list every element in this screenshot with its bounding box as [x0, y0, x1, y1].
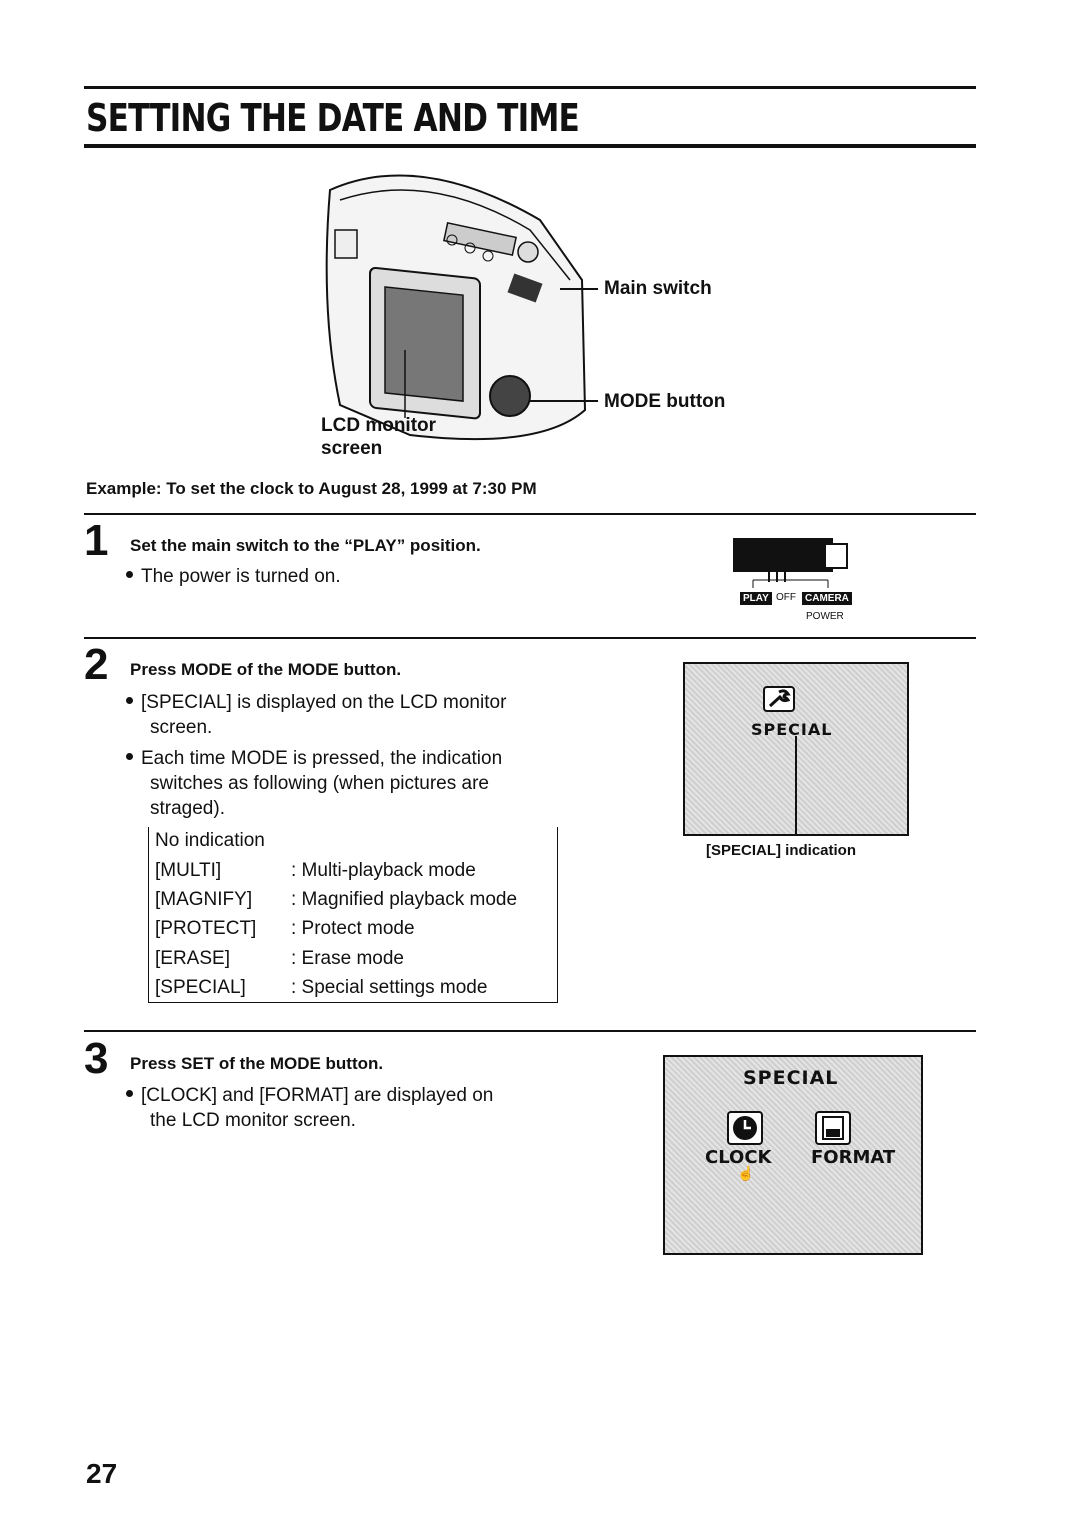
step3-bullet-line1: [CLOCK] and [FORMAT] are displayed on [141, 1085, 494, 1106]
mode-key-special: [SPECIAL] [155, 977, 246, 998]
lcd2-clock[interactable]: CLOCK [705, 1147, 772, 1168]
top-rule [84, 86, 976, 89]
step1-number: 1 [84, 516, 109, 565]
step3-number: 3 [84, 1034, 109, 1083]
mode-key-multi: [MULTI] [155, 860, 222, 881]
main-switch-label: Main switch [604, 278, 712, 299]
step2-bullet-1: [SPECIAL] is displayed on the LCD monito… [126, 690, 506, 740]
mode-key-protect: [PROTECT] [155, 918, 257, 939]
indicator-line [795, 736, 797, 836]
step1-rule [84, 513, 976, 515]
bullet-dot [126, 1090, 133, 1098]
bullet-dot [126, 571, 133, 579]
leader-mode-button [530, 400, 598, 402]
step2-bullet1-line1: [SPECIAL] is displayed on the LCD monito… [141, 692, 507, 713]
bullet-dot [126, 753, 133, 761]
lcd2-title: SPECIAL [743, 1067, 839, 1089]
lcd-special-text: SPECIAL [751, 720, 833, 739]
clock-icon [727, 1111, 763, 1145]
title-underline [84, 144, 976, 148]
mode-value-special: : Special settings mode [291, 977, 488, 998]
camera-illustration [325, 174, 587, 441]
special-indication-caption: [SPECIAL] indication [706, 842, 856, 859]
step3-rule [84, 1030, 976, 1032]
step3-bullet-line2: the LCD monitor screen. [150, 1110, 356, 1131]
play-label: PLAY [740, 592, 772, 605]
power-label: POWER [806, 611, 844, 622]
mode-value-magnify: : Magnified playback mode [291, 889, 518, 910]
mode-table: No indication [MULTI] : Multi-playback m… [148, 827, 558, 1003]
pointer-hand-icon: ☝ [737, 1165, 755, 1181]
mode-value-protect: : Protect mode [291, 918, 415, 939]
mode-value-multi: : Multi-playback mode [291, 860, 476, 881]
step2-bullet-2: Each time MODE is pressed, the indicatio… [126, 746, 502, 821]
lcd-monitor-label: LCD monitor [321, 415, 437, 436]
step1-title: Set the main switch to the “PLAY” positi… [130, 536, 481, 555]
mode-no-indication: No indication [155, 830, 265, 851]
bullet-dot [126, 697, 133, 705]
step2-bullet2-line1: Each time MODE is pressed, the indicatio… [141, 748, 503, 769]
step1-bullet: The power is turned on. [126, 564, 341, 589]
format-icon [815, 1111, 851, 1145]
off-label: OFF [776, 592, 796, 603]
step3-title: Press SET of the MODE button. [130, 1054, 384, 1073]
step2-title: Press MODE of the MODE button. [130, 660, 402, 679]
step2-rule [84, 637, 976, 639]
step1-bullet-text: The power is turned on. [141, 566, 341, 587]
wrench-icon [763, 686, 795, 712]
example-text: Example: To set the clock to August 28, … [86, 479, 537, 498]
page-number: 27 [86, 1458, 118, 1489]
mode-key-erase: [ERASE] [155, 948, 230, 969]
step3-bullet: [CLOCK] and [FORMAT] are displayed on th… [126, 1083, 493, 1133]
step2-number: 2 [84, 640, 109, 689]
camera-label: CAMERA [802, 592, 852, 605]
lcd-screen-label: screen [321, 438, 383, 459]
lcd-clock-format-screen: SPECIAL CLOCK FORMAT ☝ [663, 1055, 923, 1255]
mode-key-magnify: [MAGNIFY] [155, 889, 253, 910]
page-title: SETTING THE DATE AND TIME [86, 96, 580, 140]
lcd-special-screen: SPECIAL [683, 662, 909, 836]
step2-bullet2-line3: straged). [150, 798, 225, 819]
step2-bullet1-line2: screen. [150, 717, 213, 738]
step2-bullet2-line2: switches as following (when pictures are [150, 773, 489, 794]
power-switch-diagram [733, 538, 848, 588]
lcd2-format[interactable]: FORMAT [811, 1147, 896, 1168]
mode-button-label: MODE button [604, 391, 726, 412]
leader-main-switch [560, 288, 598, 290]
mode-value-erase: : Erase mode [291, 948, 404, 969]
